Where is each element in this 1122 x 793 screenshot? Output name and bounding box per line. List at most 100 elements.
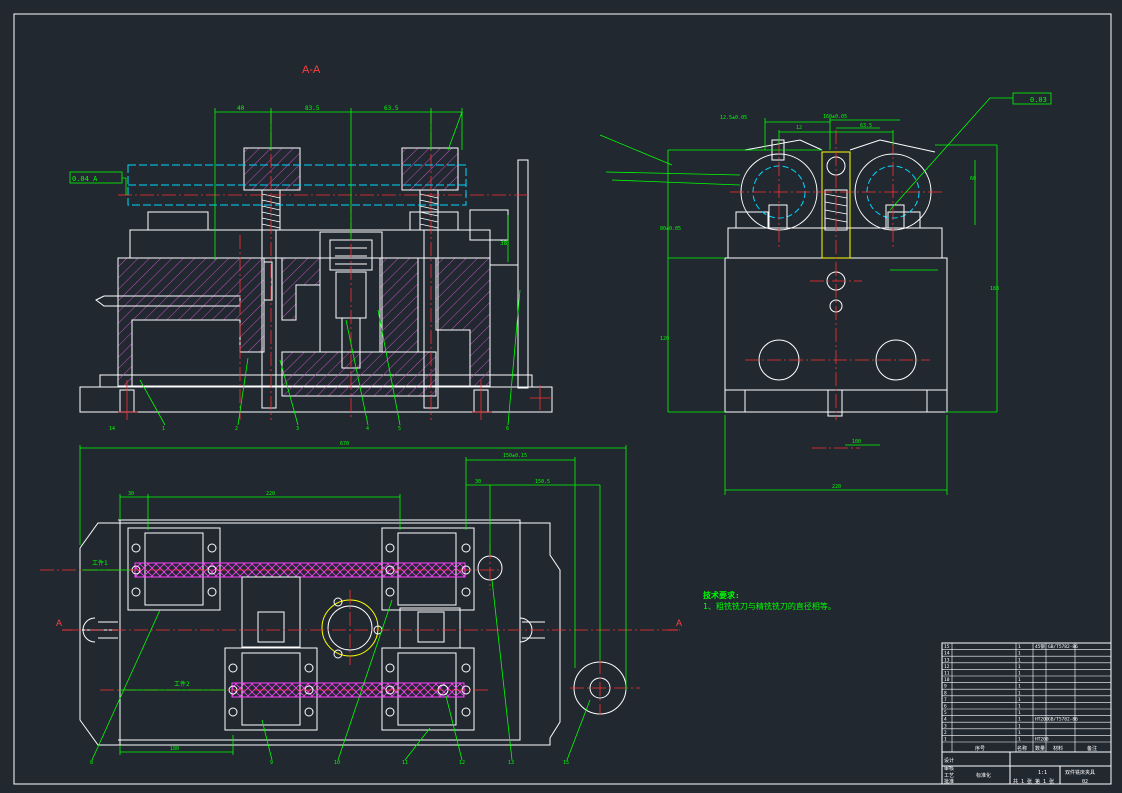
parts-list-cell: 1 <box>1018 671 1021 677</box>
tech-req-line: 1、粗铣铣刀与精铣铣刀的直径相等。 <box>703 601 836 611</box>
technical-requirements: 技术要求: 1、粗铣铣刀与精铣铣刀的直径相等。 <box>703 590 836 611</box>
title-block-bottom-2: 工艺 <box>944 773 954 779</box>
parts-list-cell: 1 <box>1018 684 1021 690</box>
balloon-9: 9 <box>270 760 273 766</box>
parts-list-cell: 13 <box>944 657 950 663</box>
dim-side-10: 100 <box>852 439 861 445</box>
parts-list-cell: 8 <box>944 690 947 696</box>
parts-list-cell: 1 <box>1018 723 1021 729</box>
tolerance-left: 0.04 A <box>72 175 98 183</box>
dim-front-4: 38 <box>500 240 508 247</box>
balloon-8: 8 <box>90 760 93 766</box>
dim-side-4: 63.5 <box>860 123 872 129</box>
balloon-4: 4 <box>366 426 369 432</box>
dim-side-8: 80±0.05 <box>660 226 681 232</box>
parts-list-cell: 11 <box>944 671 950 677</box>
parts-list-cell: 5 <box>944 710 947 716</box>
balloon-15: 15 <box>563 760 569 766</box>
dim-side-3: 160±0.05 <box>823 114 847 120</box>
parts-list-cell: 1 <box>1018 664 1021 670</box>
front-section-view: A-A <box>69 64 553 426</box>
title-block-bottom-1: 审核 <box>944 765 954 772</box>
parts-list-cell: HT200 <box>1035 737 1049 743</box>
balloon-13: 13 <box>508 760 514 766</box>
parts-list-cell: 4 <box>944 717 947 723</box>
title-block-footer: 1:1 双件铣床夹具 共 1 张 第 1 张 02 序号 名称 数量 材料 备注… <box>942 745 1111 785</box>
dim-side-9: 60 <box>970 176 976 182</box>
balloon-12: 12 <box>459 760 465 766</box>
parts-list-cell: 1 <box>944 737 947 743</box>
dim-plan-5: 150.5 <box>535 479 550 485</box>
dim-front-1: 40 <box>237 105 245 112</box>
title-block-header-3: 材料 <box>1053 745 1063 752</box>
dim-side-1: 12.5±0.05 <box>720 115 747 121</box>
title-block-scale: 1:1 <box>1038 770 1047 776</box>
parts-list-cell: 1 <box>1018 737 1021 743</box>
balloon-1: 1 <box>162 426 165 432</box>
dim-front-3: 63.5 <box>384 105 399 112</box>
parts-list-cell: 1 <box>1018 717 1021 723</box>
workpiece-label-1: 工件1 <box>92 559 108 567</box>
parts-list-cell: 1 <box>1018 730 1021 736</box>
parts-list-cell: 1 <box>1018 677 1021 683</box>
parts-list-cell: 14 <box>944 651 950 657</box>
section-marker-left: A <box>56 618 62 628</box>
section-label: A-A <box>302 64 321 76</box>
parts-list-cell: 3 <box>944 723 947 729</box>
dim-plan-4: 150±0.15 <box>503 453 527 459</box>
parts-list-cell: 1 <box>1018 657 1021 663</box>
parts-list-cell: 1 <box>1018 697 1021 703</box>
balloon-14: 14 <box>109 426 115 432</box>
dim-front-2: 83.5 <box>305 105 320 112</box>
title-block-header-4: 备注 <box>1087 745 1097 752</box>
side-view: 0.03 12.5±0.05 12 160±0.05 63.5 120 188 … <box>599 92 1052 495</box>
dim-side-2: 12 <box>796 125 802 131</box>
balloon-5: 5 <box>398 426 401 432</box>
parts-list-cell: 1 <box>1018 710 1021 716</box>
parts-list-cell: 1 <box>1018 704 1021 710</box>
dim-plan-7: 180 <box>170 746 179 752</box>
balloon-2: 2 <box>235 426 238 432</box>
parts-list-cell: HT200 <box>1035 717 1049 723</box>
title-block-bottom-0: 设计 <box>944 757 954 764</box>
parts-list-cell: 1 <box>1018 644 1021 650</box>
parts-list-cell: 2 <box>944 730 947 736</box>
parts-list-cell: GB/T5782-86 <box>1048 717 1078 723</box>
title-block-header-2: 数量 <box>1035 745 1045 752</box>
parts-list-cell: 9 <box>944 684 947 690</box>
balloon-3: 3 <box>296 426 299 432</box>
parts-list-cell: 12 <box>944 664 950 670</box>
parts-list-cell: 15 <box>944 644 950 650</box>
title-block-header-0: 序号 <box>975 745 985 752</box>
dim-side-7: 220 <box>832 484 841 490</box>
balloon-7: 7 <box>460 112 463 118</box>
dim-plan-2: 30 <box>128 491 134 497</box>
parts-list-cell: 7 <box>944 697 947 703</box>
plan-view: 670 30 220 150±0.15 150.5 30 180 工件1 工件2… <box>40 441 682 761</box>
parts-list-cell: 6 <box>944 704 947 710</box>
dim-side-5: 120 <box>660 336 669 342</box>
title-block-header-1: 名称 <box>1017 745 1027 752</box>
title-block-bottom-4: 批准 <box>944 778 954 785</box>
dim-plan-6: 30 <box>475 479 481 485</box>
title-block-sheet: 共 1 张 第 1 张 <box>1013 778 1054 785</box>
tolerance-right: 0.03 <box>1030 96 1047 104</box>
parts-list-cell: 1 <box>1018 651 1021 657</box>
title-block-bottom-3: 标准化 <box>976 772 991 779</box>
part-balloons: 14 1 2 3 4 5 6 7 8 9 10 11 12 13 15 <box>90 112 569 766</box>
balloon-6: 6 <box>506 426 509 432</box>
balloon-11: 11 <box>402 760 408 766</box>
dim-side-6: 188 <box>990 286 999 292</box>
parts-list-cell: 1 <box>1018 690 1021 696</box>
tech-req-title: 技术要求: <box>703 590 740 600</box>
dim-plan-1: 670 <box>340 441 349 447</box>
title-block-grade: 02 <box>1082 779 1088 785</box>
balloon-10: 10 <box>334 760 340 766</box>
parts-list-cell: 45钢 <box>1035 643 1045 650</box>
workpiece-label-2: 工件2 <box>174 680 190 688</box>
parts-list-cell: 10 <box>944 677 950 683</box>
section-marker-right: A <box>676 618 682 628</box>
drawing-frame <box>13 13 1112 785</box>
